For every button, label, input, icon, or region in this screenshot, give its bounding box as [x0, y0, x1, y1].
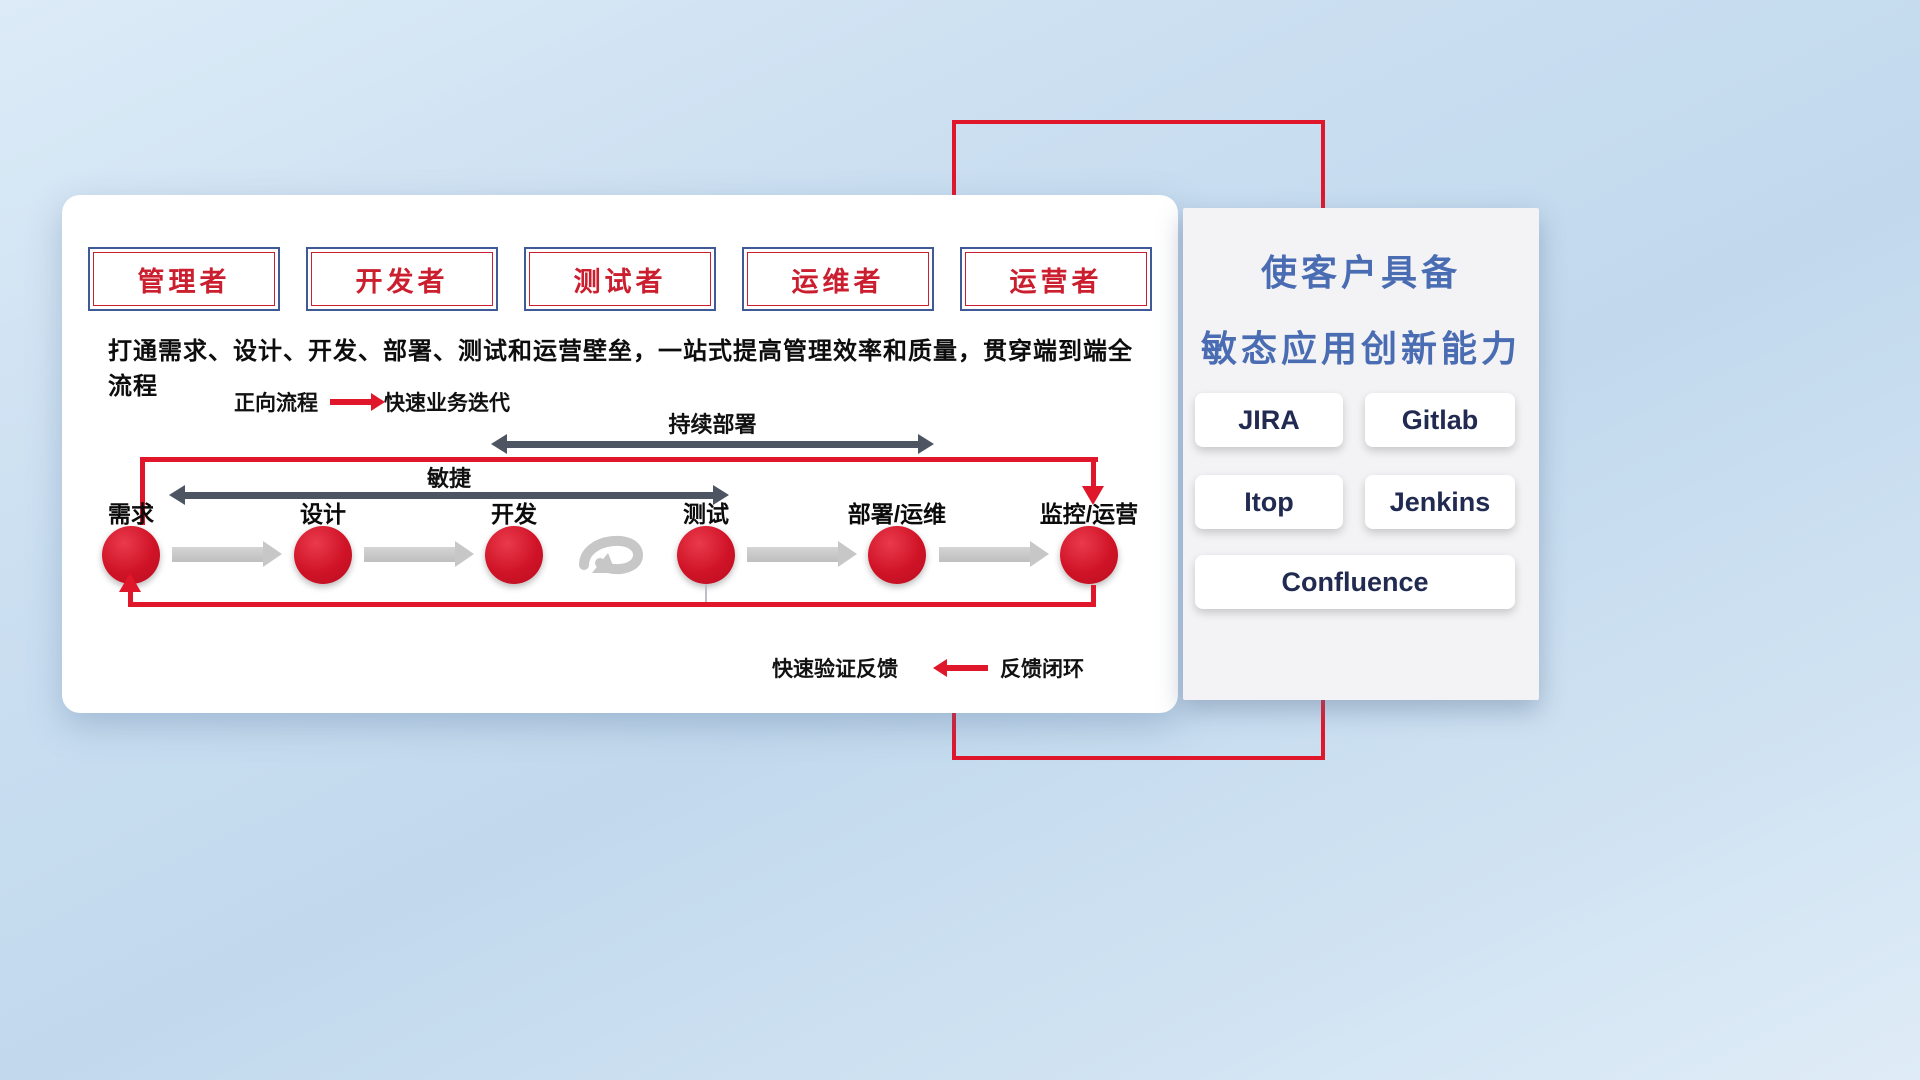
roles-row: 管理者 开发者 测试者 运维者 运营者 — [88, 247, 1152, 311]
panel-title-line2: 敏态应用创新能力 — [1200, 328, 1521, 369]
stage-label-requirements: 需求 — [108, 501, 154, 527]
role-label: 管理者 — [137, 266, 231, 297]
card-subtitle: 打通需求、设计、开发、部署、测试和运营壁垒，一站式提高管理效率和质量，贯穿端到端… — [108, 338, 1133, 400]
legend-forward: 正向流程 快速业务迭代 — [234, 387, 510, 417]
continuous-deploy-label: 持续部署 — [668, 412, 757, 437]
forward-loop-top-line — [140, 457, 1098, 462]
tool-badge-gitlab: Gitlab — [1365, 393, 1515, 447]
agile-arrow-icon — [169, 485, 729, 505]
tool-badge-confluence: Confluence — [1195, 555, 1515, 609]
stage-node-deploy-ops — [868, 526, 926, 584]
tool-badge-jenkins: Jenkins — [1365, 475, 1515, 529]
stage-label-deploy-ops: 部署/运维 — [847, 501, 947, 527]
role-box-tester: 测试者 — [524, 247, 716, 311]
role-label: 开发者 — [355, 266, 449, 297]
stage-node-testing — [677, 526, 735, 584]
stage-label-monitor-operate: 监控/运营 — [1039, 501, 1139, 527]
forward-arrow-icon — [330, 393, 385, 411]
stage-label-development: 开发 — [491, 501, 537, 527]
stage-label-design: 设计 — [300, 501, 346, 527]
legend-feedback-label: 快速验证反馈 — [772, 658, 898, 681]
feedback-loop-right-line — [1091, 585, 1096, 602]
feedback-loop-bottom-line — [128, 602, 1096, 607]
stage-node-design — [294, 526, 352, 584]
legend-forward-label: 正向流程 — [234, 392, 318, 415]
forward-loop-left-line — [140, 457, 145, 525]
feedback-arrow-icon — [933, 659, 988, 677]
agile-label: 敏捷 — [426, 466, 471, 491]
flow-arrow-icon — [747, 541, 857, 567]
legend-forward-value: 快速业务迭代 — [384, 392, 510, 415]
flow-arrow-icon — [172, 541, 282, 567]
iteration-loop-icon — [579, 535, 644, 575]
tool-badge-itop: Itop — [1195, 475, 1343, 529]
flow-arrow-icon — [939, 541, 1049, 567]
role-label: 运维者 — [791, 266, 885, 297]
feedback-loop-arrowhead-icon — [119, 573, 141, 592]
legend-feedback-value: 反馈闭环 — [1000, 658, 1084, 681]
role-label: 运营者 — [1009, 266, 1103, 297]
stage-node-monitor-operate — [1060, 526, 1118, 584]
panel-title-line1: 使客户具备 — [1260, 252, 1461, 293]
role-box-ops: 运维者 — [742, 247, 934, 311]
testing-drop-line — [705, 584, 707, 604]
stage-node-development — [485, 526, 543, 584]
forward-loop-arrowhead-icon — [1082, 486, 1104, 505]
role-box-operator: 运营者 — [960, 247, 1152, 311]
role-label: 测试者 — [573, 266, 667, 297]
role-box-developer: 开发者 — [306, 247, 498, 311]
devops-diagram-card: 管理者 开发者 测试者 运维者 运营者 打通需求、设计、开发、部署、测试和运营壁… — [62, 195, 1178, 713]
capability-panel: 使客户具备 敏态应用创新能力 JIRA Gitlab Itop Jenkins … — [1183, 208, 1539, 700]
feedback-loop-left-line — [128, 591, 133, 602]
role-box-manager: 管理者 — [88, 247, 280, 311]
tool-badge-jira: JIRA — [1195, 393, 1343, 447]
continuous-deploy-arrow-icon — [491, 434, 934, 454]
flow-arrow-icon — [364, 541, 474, 567]
forward-loop-right-line — [1091, 457, 1096, 487]
legend-feedback: 快速验证反馈 反馈闭环 — [772, 653, 1084, 683]
stage-label-testing: 测试 — [683, 501, 729, 527]
